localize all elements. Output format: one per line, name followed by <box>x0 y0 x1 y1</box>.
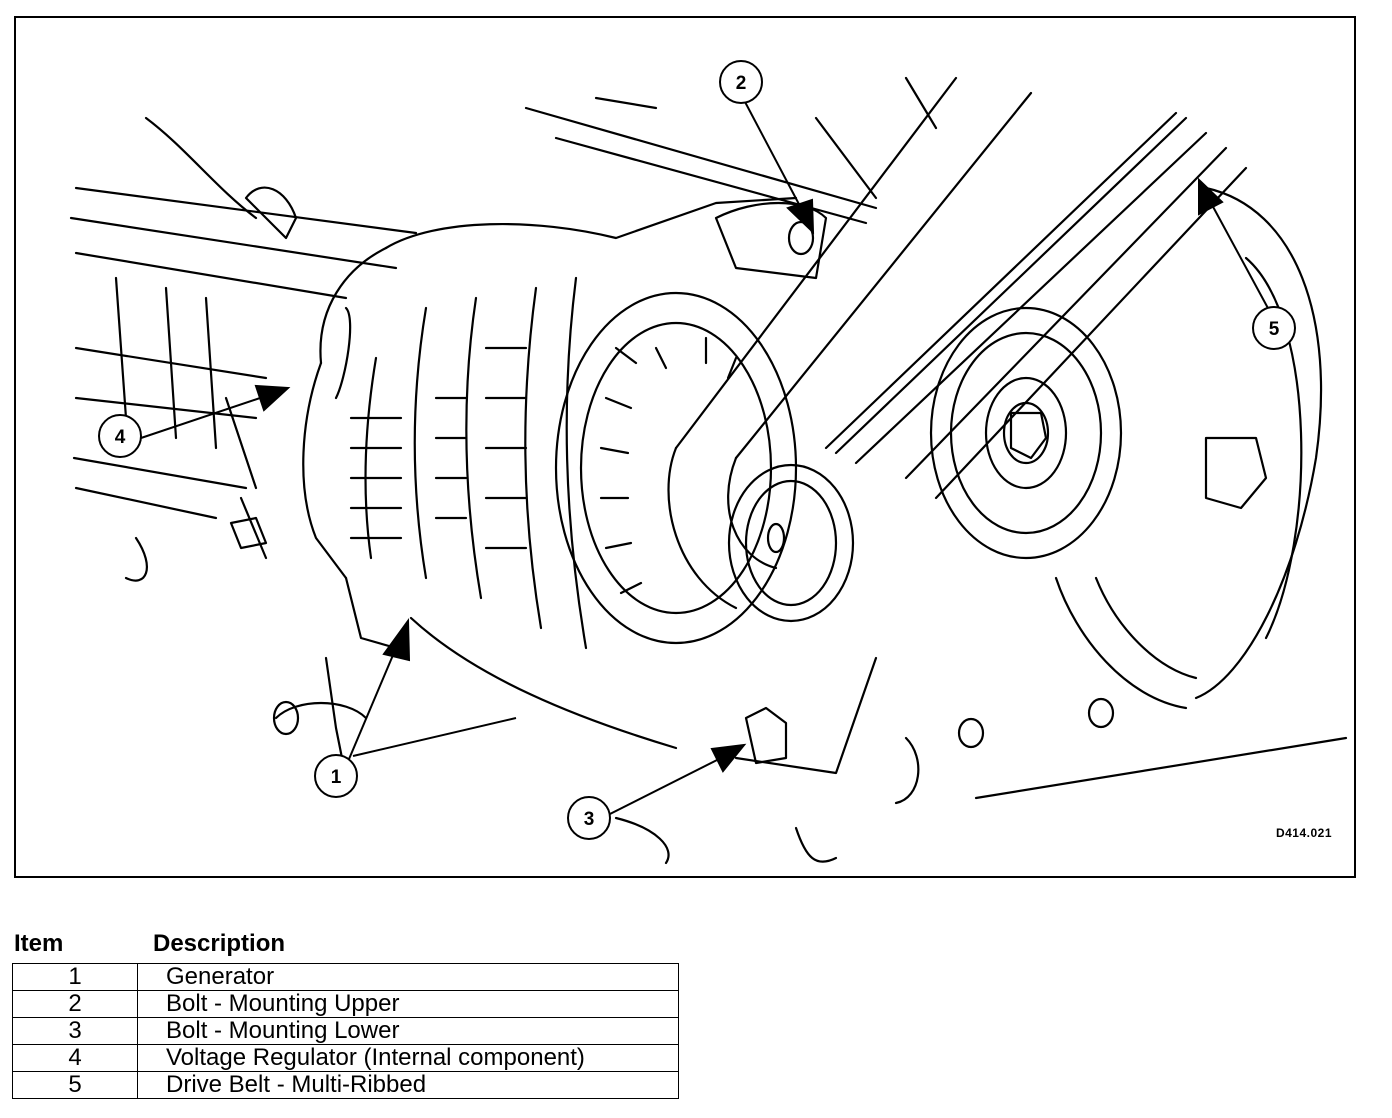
item-number: 3 <box>12 1017 138 1045</box>
lower-bracket <box>614 656 1348 865</box>
legend-header-row: Item Description <box>14 930 654 962</box>
generator-illustration: 1 2 3 4 5 <box>69 60 1348 865</box>
item-description: Bolt - Mounting Lower <box>137 1017 679 1045</box>
callout-2: 2 <box>719 60 763 104</box>
item-description: Generator <box>137 963 679 991</box>
table-row: 3 Bolt - Mounting Lower <box>12 1017 679 1045</box>
item-description: Drive Belt - Multi-Ribbed <box>137 1071 679 1099</box>
svg-text:3: 3 <box>584 809 595 830</box>
svg-text:4: 4 <box>115 427 126 448</box>
table-row: 5 Drive Belt - Multi-Ribbed <box>12 1071 679 1099</box>
item-number: 1 <box>12 963 138 991</box>
item-description: Voltage Regulator (Internal component) <box>137 1044 679 1072</box>
callout-3: 3 <box>567 796 611 840</box>
diagram-frame: 1 2 3 4 5 D414.021 <box>14 16 1356 878</box>
callout-1: 1 <box>314 754 358 798</box>
figure-code: D414.021 <box>1275 826 1332 840</box>
item-description: Bolt - Mounting Upper <box>137 990 679 1018</box>
callout-5: 5 <box>1252 306 1296 350</box>
generator-body <box>272 196 828 780</box>
engine-block-lines <box>69 76 938 582</box>
drive-belt <box>667 76 1248 610</box>
generator-pulley <box>727 463 855 623</box>
item-number: 2 <box>12 990 138 1018</box>
svg-text:2: 2 <box>736 73 747 94</box>
table-row: 1 Generator <box>12 963 679 991</box>
item-column-header: Item <box>14 930 64 957</box>
svg-text:1: 1 <box>331 767 342 788</box>
svg-text:5: 5 <box>1269 319 1280 340</box>
crank-damper <box>1054 186 1323 710</box>
callout-4: 4 <box>98 414 142 458</box>
item-number: 4 <box>12 1044 138 1072</box>
table-row: 4 Voltage Regulator (Internal component) <box>12 1044 679 1072</box>
item-number: 5 <box>12 1071 138 1099</box>
description-column-header: Description <box>153 930 286 957</box>
table-row: 2 Bolt - Mounting Upper <box>12 990 679 1018</box>
legend-table: 1 Generator 2 Bolt - Mounting Upper 3 Bo… <box>12 963 679 1099</box>
tensioner-pulley <box>929 306 1123 560</box>
